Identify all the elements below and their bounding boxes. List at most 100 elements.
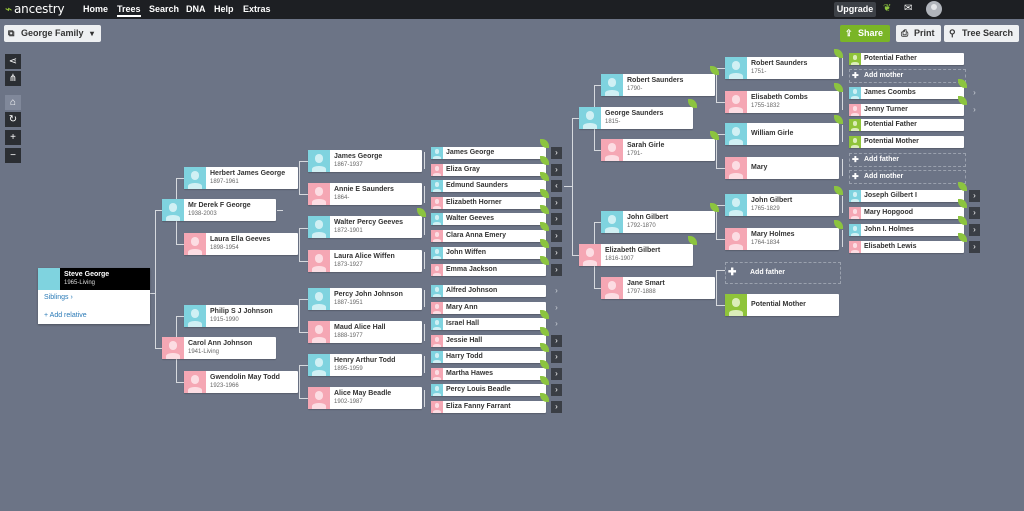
person-card[interactable]: Elizabeth Gilbert 1816-1907 xyxy=(579,244,693,267)
person-card[interactable]: Percy John Johnson 1887-1951 xyxy=(308,288,422,311)
avatar-icon[interactable] xyxy=(926,1,942,17)
mail-icon[interactable]: ✉ xyxy=(904,3,913,14)
tree-search-button[interactable]: ⚲ Tree Search xyxy=(944,25,1019,42)
expand-arrow[interactable]: › xyxy=(969,104,980,116)
expand-arrow[interactable]: › xyxy=(969,87,980,99)
person-card[interactable]: John I. Holmes xyxy=(849,224,964,236)
hint-leaf-icon[interactable] xyxy=(958,199,967,208)
hint-leaf-icon[interactable] xyxy=(540,360,549,369)
person-card[interactable]: Mr Derek F George 1938-2003 xyxy=(162,199,276,222)
person-card[interactable]: Walter Geeves xyxy=(431,213,546,225)
hint-leaf-icon[interactable] xyxy=(540,376,549,385)
leaf-hint-icon[interactable]: ❦ xyxy=(883,3,892,14)
person-card[interactable]: Harry Todd xyxy=(431,351,546,363)
person-card[interactable]: Sarah Girle 1791- xyxy=(601,139,715,162)
expand-arrow[interactable]: › xyxy=(969,207,980,219)
person-card[interactable]: John Gilbert 1792-1870 xyxy=(601,211,715,234)
expand-arrow[interactable]: › xyxy=(969,190,980,202)
person-card[interactable]: Elisabeth Lewis xyxy=(849,241,964,253)
person-card[interactable]: Jenny Turner xyxy=(849,104,964,116)
person-card[interactable]: Potential Father xyxy=(849,119,964,131)
refresh-icon[interactable]: ↻ xyxy=(5,112,21,127)
nav-extras[interactable]: Extras xyxy=(243,4,271,14)
person-card[interactable]: Philip S J Johnson 1915-1990 xyxy=(184,305,298,328)
nav-help[interactable]: Help xyxy=(214,4,234,14)
expand-arrow[interactable]: › xyxy=(551,285,562,297)
person-card[interactable]: Potential Mother xyxy=(849,136,964,148)
hint-leaf-icon[interactable] xyxy=(958,96,967,105)
person-card[interactable]: John Wiffen xyxy=(431,247,546,259)
hint-leaf-icon[interactable] xyxy=(710,203,719,212)
person-card[interactable]: Jessie Hall xyxy=(431,335,546,347)
share-button[interactable]: ⇪ Share xyxy=(840,25,890,42)
siblings-link[interactable]: Siblings › xyxy=(44,294,73,301)
hint-leaf-icon[interactable] xyxy=(540,256,549,265)
hint-leaf-icon[interactable] xyxy=(834,220,843,229)
person-card[interactable]: Alfred Johnson xyxy=(431,285,546,297)
person-card[interactable]: Jane Smart 1797-1888 xyxy=(601,277,715,300)
upgrade-button[interactable]: Upgrade xyxy=(834,2,876,17)
person-card[interactable]: Joseph Gilbert I xyxy=(849,190,964,202)
person-card[interactable]: James Coombs xyxy=(849,87,964,99)
add-relative-link[interactable]: + Add relative xyxy=(44,312,87,319)
hint-leaf-icon[interactable] xyxy=(540,310,549,319)
person-card[interactable]: Israel Hall xyxy=(431,318,546,330)
tree-selector-button[interactable]: ⧉ George Family ▾ xyxy=(4,25,101,42)
expand-arrow[interactable]: › xyxy=(551,147,562,159)
person-card[interactable]: George Saunders 1815- xyxy=(579,107,693,130)
person-card[interactable]: Robert Saunders 1790- xyxy=(601,74,715,97)
hint-leaf-icon[interactable] xyxy=(688,99,697,108)
nav-trees[interactable]: Trees xyxy=(117,4,141,17)
person-card[interactable]: James George 1867-1937 xyxy=(308,150,422,173)
add-mother-button[interactable]: ✚Add mother xyxy=(849,170,966,184)
nav-dna[interactable]: DNA xyxy=(186,4,206,14)
hint-leaf-icon[interactable] xyxy=(958,79,967,88)
hint-leaf-icon[interactable] xyxy=(958,182,967,191)
person-card[interactable]: Henry Arthur Todd 1895-1959 xyxy=(308,354,422,377)
person-card[interactable]: Robert Saunders 1751- xyxy=(725,57,839,80)
person-card[interactable]: Eliza Gray xyxy=(431,164,546,176)
hint-leaf-icon[interactable] xyxy=(540,239,549,248)
collapse-arrow[interactable]: ‹ xyxy=(551,180,562,192)
hint-leaf-icon[interactable] xyxy=(417,208,426,217)
nav-home[interactable]: Home xyxy=(83,4,109,14)
person-card[interactable]: Carol Ann Johnson 1941-Living xyxy=(162,337,276,360)
person-card[interactable]: Edmund Saunders xyxy=(431,180,546,192)
expand-arrow[interactable]: › xyxy=(551,368,562,380)
person-card[interactable]: James George xyxy=(431,147,546,159)
add-mother-button[interactable]: ✚Add mother xyxy=(849,69,966,83)
person-card[interactable]: Walter Percy Geeves 1872-1901 xyxy=(308,216,422,239)
add-father-button[interactable]: ✚ Add father xyxy=(725,262,841,284)
person-card[interactable]: Martha Hawes xyxy=(431,368,546,380)
expand-arrow[interactable]: › xyxy=(969,224,980,236)
hint-leaf-icon[interactable] xyxy=(540,156,549,165)
person-card[interactable]: Clara Anna Emery xyxy=(431,230,546,242)
person-card[interactable]: Annie E Saunders 1864- xyxy=(308,183,422,206)
person-card[interactable]: Gwendolin May Todd 1923-1966 xyxy=(184,371,298,394)
expand-arrow[interactable]: › xyxy=(551,230,562,242)
zoom-out-icon[interactable]: − xyxy=(5,148,21,163)
person-card[interactable]: Elizabeth Horner xyxy=(431,197,546,209)
person-card[interactable]: Laura Alice Wiffen 1873-1927 xyxy=(308,250,422,273)
hint-leaf-icon[interactable] xyxy=(710,131,719,140)
expand-arrow[interactable]: › xyxy=(551,335,562,347)
person-card[interactable]: Elisabeth Combs 1755-1832 xyxy=(725,91,839,114)
expand-arrow[interactable]: › xyxy=(551,318,562,330)
person-card[interactable]: Emma Jackson xyxy=(431,264,546,276)
add-father-button[interactable]: ✚Add father xyxy=(849,153,966,167)
expand-arrow[interactable]: › xyxy=(551,197,562,209)
person-card[interactable]: Alice May Beadle 1902-1987 xyxy=(308,387,422,410)
expand-arrow[interactable]: › xyxy=(551,164,562,176)
expand-arrow[interactable]: › xyxy=(551,384,562,396)
person-card[interactable]: Mary Ann xyxy=(431,302,546,314)
zoom-in-icon[interactable]: + xyxy=(5,130,21,145)
person-card[interactable]: Mary Holmes 1764-1834 xyxy=(725,228,839,251)
hint-leaf-icon[interactable] xyxy=(834,186,843,195)
nav-search[interactable]: Search xyxy=(149,4,180,14)
print-button[interactable]: ⎙ Print xyxy=(896,25,941,42)
expand-arrow[interactable]: › xyxy=(551,213,562,225)
hint-leaf-icon[interactable] xyxy=(540,393,549,402)
hint-leaf-icon[interactable] xyxy=(958,233,967,242)
hint-leaf-icon[interactable] xyxy=(834,49,843,58)
pedigree-view-icon[interactable]: ⋔ xyxy=(5,71,21,86)
